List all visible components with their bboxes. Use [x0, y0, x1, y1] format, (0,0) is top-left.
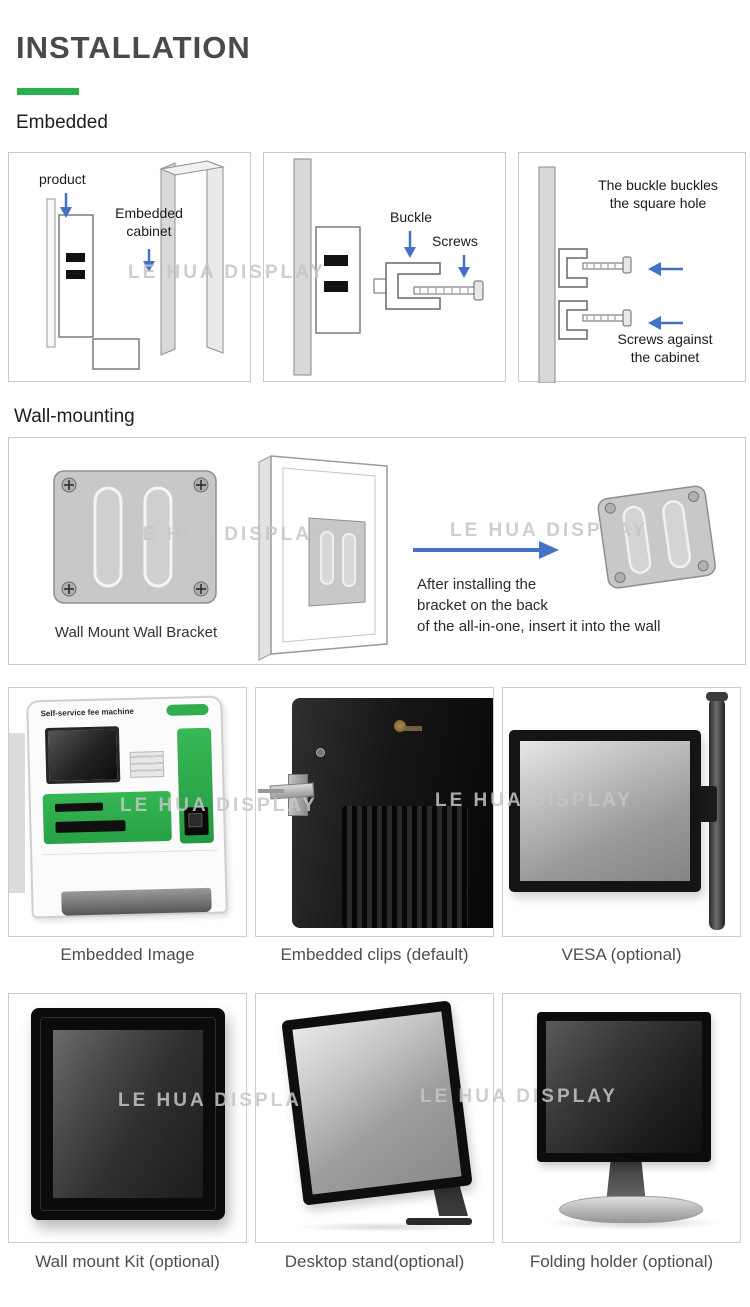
panel-screw — [316, 748, 325, 757]
monitor-inner-trim — [40, 1017, 216, 1211]
screws-label: Screws — [432, 233, 478, 249]
product-label: product — [39, 171, 86, 187]
gallery-caption: VESA (optional) — [561, 945, 682, 964]
buckle-hole-label: The buckle buckles the square hole — [598, 177, 718, 211]
gallery-image-desktop-stand — [255, 993, 494, 1243]
vesa-monitor — [509, 730, 701, 892]
folding-holder-monitor — [537, 1012, 711, 1162]
gallery-image-embedded: Self-service fee machine — [8, 687, 247, 937]
title-accent-bar — [17, 88, 79, 95]
kiosk-keypad — [129, 751, 165, 778]
section-heading-embedded: Embedded — [16, 112, 108, 133]
watermark: LE HUA DISPLAY — [118, 1090, 316, 1111]
tilted-bracket-shape — [597, 485, 716, 589]
kiosk-base — [61, 887, 212, 916]
pole-cap — [706, 692, 728, 701]
down-arrow-icon — [143, 249, 155, 272]
diagram-panel-buckle-hole: The buckle buckles the square hole Screw… — [518, 152, 746, 383]
kiosk-seam-line — [42, 849, 219, 856]
screw-shape — [413, 280, 484, 301]
watermark: LE HUA DISPLAY — [435, 790, 633, 811]
buckle-clip-shape — [373, 262, 441, 310]
vesa-monitor-screen — [520, 741, 690, 881]
right-arrow-icon — [413, 541, 559, 559]
buckle-screw-assembly — [558, 248, 632, 288]
gallery-image-wall-mount-kit — [8, 993, 247, 1243]
screws-cabinet-label: Screws against the cabinet — [617, 331, 713, 365]
gallery-caption: Embedded clips (default) — [280, 945, 469, 964]
watermark: LE HUA DISPLAY — [128, 262, 326, 283]
watermark: LE HUA DISPLAY — [128, 524, 326, 545]
kiosk-card-slot — [54, 802, 104, 812]
wall-mounting-diagram — [53, 455, 716, 661]
buckle-screws-diagram — [293, 158, 484, 376]
monitor-screen — [53, 1030, 203, 1198]
down-arrow-icon — [458, 255, 470, 278]
gallery-caption: Folding holder (optional) — [529, 1252, 714, 1271]
diagram-panel-buckle-screws: Buckle Screws — [263, 152, 506, 382]
section-heading-wall-mounting: Wall-mounting — [14, 406, 135, 427]
cabinet-wall-shape — [538, 166, 556, 383]
kiosk-receipt-slot — [55, 820, 126, 833]
watermark: LE HUA DISPLAY — [420, 1086, 618, 1107]
gallery-image-folding-holder — [502, 993, 741, 1243]
buckle-hole-diagram — [538, 166, 683, 383]
wall-mount-monitor-frame — [31, 1008, 225, 1220]
down-arrow-icon — [404, 231, 416, 258]
diagram-panel-product-cabinet: product Embedded cabinet — [8, 152, 251, 382]
cabinet-wall-shape — [293, 158, 361, 376]
gallery-caption: Wall mount Kit (optional) — [35, 1252, 220, 1271]
wall-bracket-label: Wall Mount Wall Bracket — [54, 624, 218, 641]
back-panel-3d-shape — [258, 455, 388, 661]
kiosk-screen — [44, 726, 121, 785]
watermark: LE HUA DISPLAY — [450, 520, 648, 541]
page-title: INSTALLATION — [16, 30, 251, 65]
cabinet-3d-shape — [159, 160, 225, 356]
valve-knob — [394, 720, 406, 732]
adjacent-kiosk-edge — [9, 733, 25, 893]
watermark: LE HUA DISPLAY — [120, 795, 318, 816]
embedded-cabinet-label: Embedded cabinet — [115, 205, 183, 239]
valve-stem — [402, 726, 422, 731]
holder-base — [559, 1196, 703, 1223]
cooling-vents — [342, 806, 468, 928]
stand-shadow — [292, 1222, 472, 1232]
kiosk-header-text: Self-service fee machine — [40, 706, 135, 719]
left-arrow-icon — [648, 316, 683, 330]
gallery-caption: Desktop stand(optional) — [284, 1252, 465, 1271]
down-arrow-icon — [60, 193, 72, 218]
buckle-label: Buckle — [390, 209, 433, 225]
monitor-screen — [546, 1021, 702, 1153]
kiosk-side-column — [176, 727, 214, 844]
product-shape — [46, 198, 140, 370]
gallery-image-vesa — [502, 687, 741, 937]
embedded-clip-screw — [258, 789, 284, 793]
embedded-cabinet-diagram — [46, 160, 225, 370]
mount-pole — [709, 698, 725, 930]
buckle-screw-assembly — [558, 300, 632, 340]
kiosk-brand-badge — [166, 703, 209, 716]
wall-bracket-shape — [53, 470, 217, 604]
gallery-image-embedded-clips — [255, 687, 494, 937]
stand-base — [406, 1218, 472, 1225]
wall-mount-instruction: After installing the bracket on the back… — [417, 576, 661, 635]
monitor-back-panel — [292, 698, 493, 928]
diagram-panel-wall-mounting: Wall Mount Wall Bracket After installing… — [8, 437, 746, 665]
left-arrow-icon — [648, 262, 683, 276]
gallery-caption: Embedded Image — [60, 945, 195, 964]
